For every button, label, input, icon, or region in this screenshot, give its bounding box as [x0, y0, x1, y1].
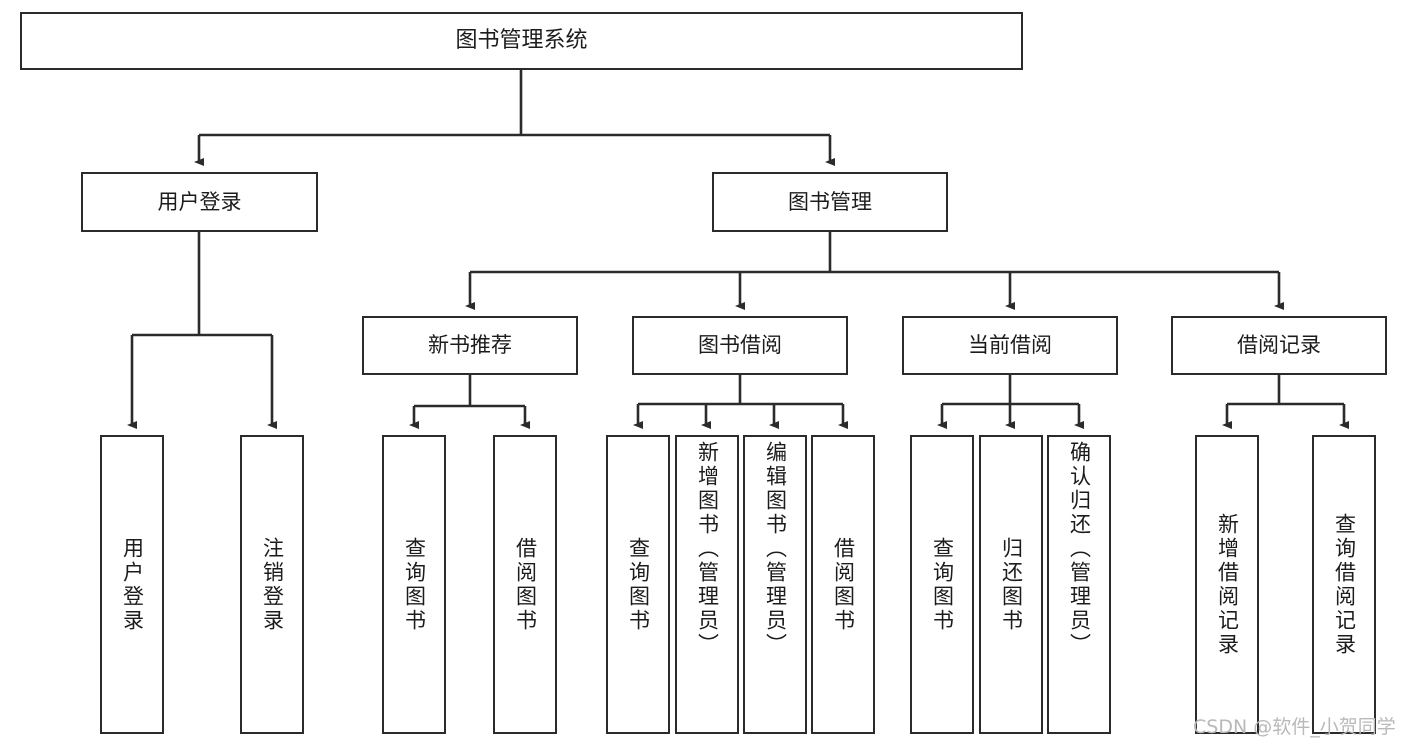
node-label: 借阅图书 — [513, 536, 538, 633]
node-book-management[interactable]: 图书管理 — [712, 172, 948, 232]
node-label: 图书管理 — [788, 189, 872, 214]
node-label: 新增借阅记录 — [1215, 512, 1240, 657]
node-root-library-system[interactable]: 图书管理系统 — [20, 12, 1023, 70]
node-label: 用户登录 — [120, 536, 145, 633]
node-label: 归还图书 — [999, 536, 1024, 633]
node-book-borrow[interactable]: 图书借阅 — [632, 316, 848, 375]
leaf-recommend-borrow-book[interactable]: 借阅图书 — [493, 435, 557, 734]
node-label: 用户登录 — [157, 189, 242, 214]
node-label: 借阅图书 — [831, 536, 856, 633]
leaf-borrow-edit-book-admin[interactable]: 编辑图书（管理员） — [743, 435, 807, 734]
leaf-user-login-login[interactable]: 用户登录 — [100, 435, 164, 734]
leaf-borrow-borrow-book[interactable]: 借阅图书 — [811, 435, 875, 734]
node-label: 查询借阅记录 — [1332, 512, 1357, 657]
node-label: 查询图书 — [930, 536, 955, 633]
node-label: 编辑图书（管理员） — [763, 441, 788, 657]
node-label: 查询图书 — [402, 536, 427, 633]
leaf-record-add-record[interactable]: 新增借阅记录 — [1195, 435, 1259, 734]
leaf-recommend-search-book[interactable]: 查询图书 — [382, 435, 446, 734]
node-label: 查询图书 — [626, 536, 651, 633]
node-borrow-record[interactable]: 借阅记录 — [1171, 316, 1387, 375]
leaf-current-search-book[interactable]: 查询图书 — [910, 435, 974, 734]
node-user-login[interactable]: 用户登录 — [81, 172, 318, 232]
node-label: 图书管理系统 — [455, 28, 588, 54]
leaf-record-search-record[interactable]: 查询借阅记录 — [1312, 435, 1376, 734]
node-label: 借阅记录 — [1237, 333, 1321, 358]
node-new-book-recommend[interactable]: 新书推荐 — [362, 316, 578, 375]
node-label: 当前借阅 — [968, 333, 1052, 358]
leaf-user-login-logout[interactable]: 注销登录 — [240, 435, 304, 734]
watermark-text: CSDN @软件_小贺同学 — [1193, 716, 1396, 738]
leaf-borrow-add-book-admin[interactable]: 新增图书（管理员） — [675, 435, 739, 734]
node-label: 确认归还（管理员） — [1067, 441, 1092, 657]
node-current-borrow[interactable]: 当前借阅 — [902, 316, 1118, 375]
node-label: 新增图书（管理员） — [695, 441, 720, 657]
leaf-current-return-book[interactable]: 归还图书 — [979, 435, 1043, 734]
node-label: 新书推荐 — [428, 333, 512, 358]
leaf-borrow-search-book[interactable]: 查询图书 — [606, 435, 670, 734]
node-label: 图书借阅 — [698, 333, 782, 358]
leaf-current-confirm-return-admin[interactable]: 确认归还（管理员） — [1047, 435, 1111, 734]
node-label: 注销登录 — [260, 536, 285, 633]
